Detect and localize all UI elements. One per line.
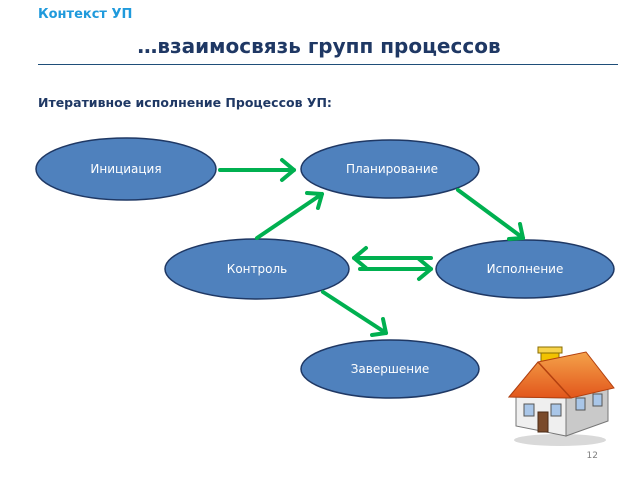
house-icon (507, 346, 615, 446)
node-initiation: Инициация (35, 137, 217, 201)
node-execution-label: Исполнение (487, 262, 564, 276)
node-planning-label: Планирование (346, 162, 438, 176)
slide-subtitle: Итеративное исполнение Процессов УП: (38, 95, 332, 110)
arrow-planning-to-execution (456, 188, 525, 241)
node-control-label: Контроль (227, 262, 287, 276)
context-label: Контекст УП (38, 7, 133, 22)
title-divider (38, 64, 618, 65)
arrow-execution-to-control (352, 246, 433, 270)
node-initiation-label: Инициация (90, 162, 161, 176)
page-number: 12 (586, 451, 598, 461)
node-planning: Планирование (300, 139, 480, 199)
node-execution: Исполнение (435, 239, 615, 299)
arrow-control-to-planning (255, 191, 324, 240)
node-control: Контроль (164, 238, 350, 300)
node-closing-label: Завершение (351, 362, 430, 376)
arrow-control-to-execution (358, 257, 433, 281)
node-closing: Завершение (300, 339, 480, 399)
slide-title: …взаимосвязь групп процессов (137, 34, 501, 58)
arrow-control-to-closing (321, 290, 388, 337)
arrow-initiation-to-planning (218, 158, 296, 182)
